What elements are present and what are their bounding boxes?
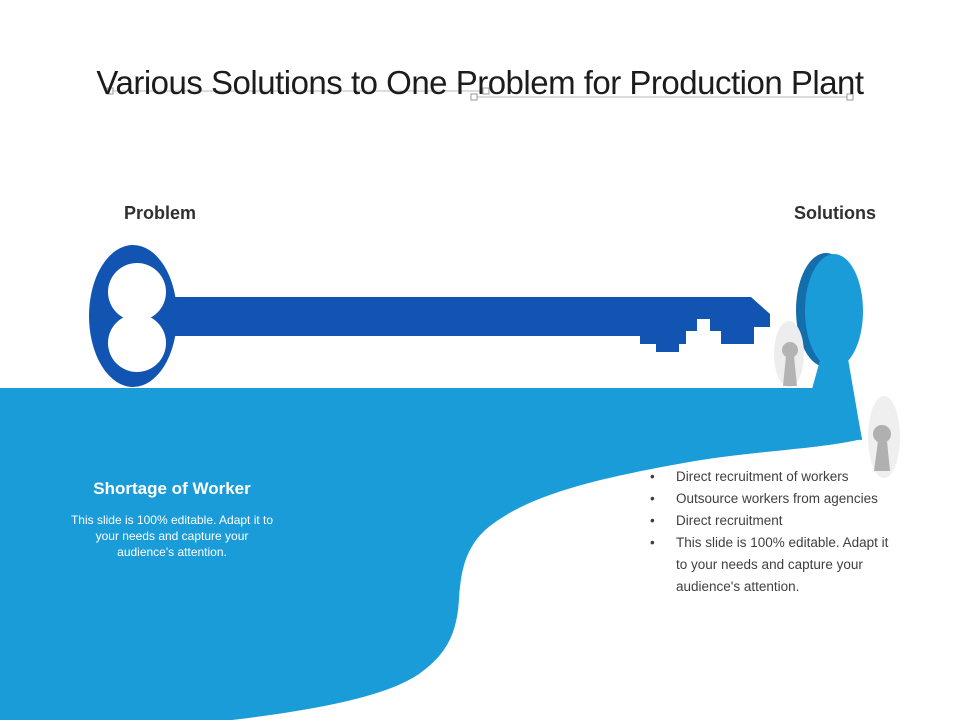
problem-textbox[interactable]: Shortage of Worker This slide is 100% ed… — [68, 479, 276, 560]
problem-label[interactable]: Problem — [124, 203, 197, 223]
keyhole-icon[interactable] — [796, 253, 863, 440]
selection-handle[interactable] — [846, 93, 854, 101]
page-title[interactable]: Various Solutions to One Problem for Pro… — [96, 64, 864, 102]
keyhole-badge-icon — [774, 321, 804, 387]
selection-handle[interactable] — [482, 87, 490, 95]
keyhole-badge-icon — [868, 396, 900, 478]
key-icon[interactable] — [89, 245, 770, 387]
keyhole-head — [805, 254, 863, 368]
badge-glyph-head — [873, 425, 891, 443]
keyhole-flare — [799, 353, 862, 440]
selection-handle[interactable] — [470, 93, 478, 101]
key-shaft-teeth — [168, 297, 770, 352]
key-bow-hole-top — [108, 263, 166, 321]
wave-shape[interactable] — [0, 388, 862, 720]
badge-glyph-head — [782, 342, 798, 358]
solution-bullet-item: This slide is 100% editable. Adapt it to… — [648, 532, 898, 598]
problem-body: This slide is 100% editable. Adapt it to… — [70, 513, 274, 559]
solutions-label[interactable]: Solutions — [794, 203, 876, 223]
divider-line-right[interactable] — [470, 93, 854, 101]
badge-glyph-flare — [783, 356, 797, 386]
key-bow-hole-bottom — [108, 314, 166, 372]
badge-glyph-flare — [874, 441, 890, 471]
solution-bullet-item: Outsource workers from agencies — [648, 488, 898, 510]
wave-path — [0, 388, 862, 720]
solutions-textbox[interactable]: Direct recruitment of workers Outsource … — [648, 466, 898, 598]
solution-bullet-item: Direct recruitment of workers — [648, 466, 898, 488]
solution-bullet-item: Direct recruitment — [648, 510, 898, 532]
divider-line-left[interactable] — [106, 87, 490, 95]
selection-handle[interactable] — [106, 87, 114, 95]
problem-heading: Shortage of Worker — [93, 479, 251, 498]
